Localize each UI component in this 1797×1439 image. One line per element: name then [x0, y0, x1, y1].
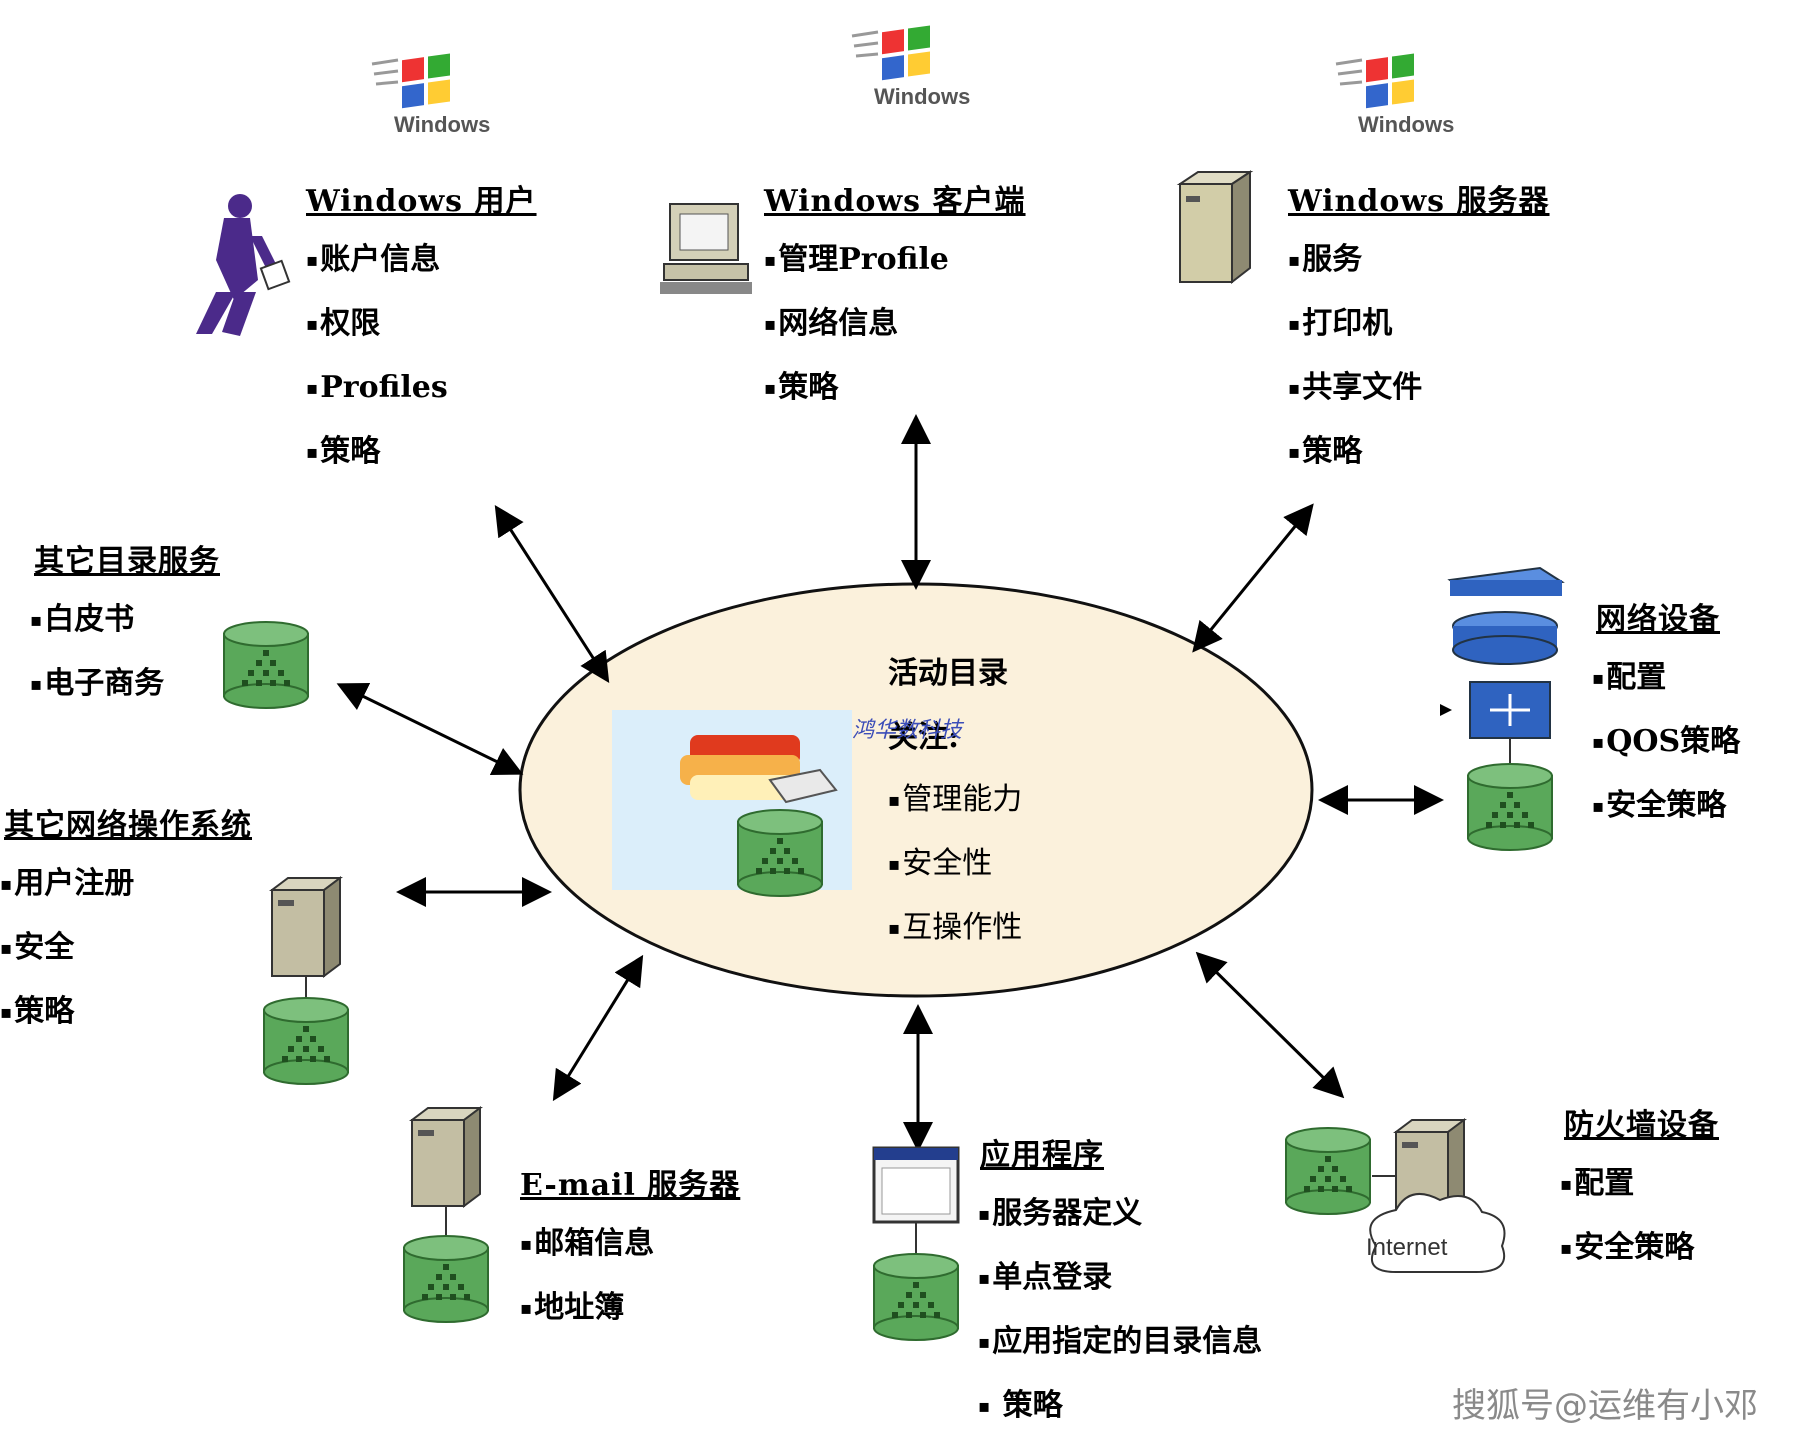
- arrow-email: [552, 954, 644, 1102]
- windows-client-items: 管理Profile 网络信息 策略: [764, 228, 949, 420]
- windows-logo-icon: [850, 23, 972, 111]
- list-item: 策略: [1288, 420, 1422, 484]
- center-subtitle: 关注:: [888, 720, 960, 755]
- list-item: 互操作性: [888, 896, 1022, 960]
- list-item: QOS策略: [1592, 710, 1740, 774]
- database-icon: [263, 997, 349, 1085]
- database-icon: [1467, 763, 1553, 851]
- list-item: 配置: [1592, 646, 1740, 710]
- other-dir-title: 其它目录服务: [34, 544, 220, 579]
- list-item: 策略: [978, 1374, 1262, 1438]
- arrow-other-dir: [336, 683, 524, 775]
- arrow-user: [494, 504, 610, 684]
- list-item: 安全性: [888, 832, 1022, 896]
- list-item: 策略: [764, 356, 949, 420]
- list-item: 管理能力: [888, 768, 1022, 832]
- other-dir-items: 白皮书 电子商务: [30, 588, 164, 716]
- windows-logo-icon: [370, 51, 492, 139]
- network-dev-items: 配置 QOS策略 安全策略: [1592, 646, 1740, 838]
- watermark-small: 鸿华数科技: [852, 718, 963, 743]
- firewall-title: 防火墙设备: [1564, 1108, 1719, 1143]
- windows-user-title: Windows 用户: [306, 184, 537, 219]
- email-items: 邮箱信息 地址簿: [520, 1212, 654, 1340]
- list-item: 单点登录: [978, 1246, 1262, 1310]
- windows-client-title: Windows 客户端: [764, 184, 1026, 219]
- list-item: 电子商务: [30, 652, 164, 716]
- arrow-server: [1192, 503, 1314, 653]
- database-icon: [1285, 1127, 1371, 1215]
- center-items: 管理能力 安全性 互操作性: [888, 768, 1022, 960]
- database-icon: [403, 1235, 489, 1323]
- list-item: Profiles: [306, 356, 448, 420]
- app-window-icon: [872, 1146, 960, 1224]
- other-os-items: 用户注册 安全 策略: [0, 852, 134, 1044]
- ad-database-icon: [737, 809, 823, 897]
- list-item: 管理Profile: [764, 228, 949, 292]
- application-items: 服务器定义 单点登录 应用指定的目录信息 策略: [978, 1182, 1262, 1438]
- folders-icon: [680, 735, 838, 804]
- list-item: 服务器定义: [978, 1182, 1262, 1246]
- email-title: E-mail 服务器: [520, 1168, 741, 1203]
- list-item: 用户注册: [0, 852, 134, 916]
- list-item: 邮箱信息: [520, 1212, 654, 1276]
- database-icon: [873, 1253, 959, 1341]
- windows-server-title: Windows 服务器: [1288, 184, 1550, 219]
- list-item: 应用指定的目录信息: [978, 1310, 1262, 1374]
- firewall-items: 配置 安全策略: [1560, 1152, 1694, 1280]
- person-walking-icon: [196, 194, 278, 336]
- windows-user-items: 账户信息 权限 Profiles 策略: [306, 228, 448, 484]
- list-item: 打印机: [1288, 292, 1422, 356]
- network-dev-title: 网络设备: [1596, 602, 1720, 637]
- network-switch-box-icon: [1440, 681, 1551, 739]
- list-item: 白皮书: [30, 588, 164, 652]
- windows-server-items: 服务 打印机 共享文件 策略: [1288, 228, 1422, 484]
- list-item: 权限: [306, 292, 448, 356]
- server-icon: [271, 877, 341, 977]
- list-item: 安全: [0, 916, 134, 980]
- list-item: 策略: [0, 980, 134, 1044]
- center-title: 活动目录: [888, 656, 1008, 691]
- watermark: 搜狐号@运维有小邓: [1452, 1386, 1758, 1426]
- router-icon: [1452, 611, 1558, 665]
- list-item: 共享文件: [1288, 356, 1422, 420]
- switch-icon: [1447, 566, 1565, 596]
- server-icon: [411, 1107, 481, 1207]
- list-item: 地址簿: [520, 1276, 654, 1340]
- list-item: 配置: [1560, 1152, 1694, 1216]
- server-icon: [1176, 170, 1254, 285]
- list-item: 安全策略: [1560, 1216, 1694, 1280]
- list-item: 服务: [1288, 228, 1422, 292]
- list-item: 账户信息: [306, 228, 448, 292]
- list-item: 网络信息: [764, 292, 949, 356]
- database-icon: [223, 621, 309, 709]
- internet-cloud-icon: [1369, 1192, 1506, 1273]
- cloud-label: Internet: [1366, 1234, 1448, 1261]
- other-os-title: 其它网络操作系统: [4, 808, 252, 843]
- list-item: 安全策略: [1592, 774, 1740, 838]
- windows-logo-icon: [1334, 51, 1456, 139]
- list-item: 策略: [306, 420, 448, 484]
- arrow-firewall: [1195, 951, 1345, 1099]
- application-title: 应用程序: [980, 1138, 1104, 1173]
- computer-icon: [660, 203, 752, 294]
